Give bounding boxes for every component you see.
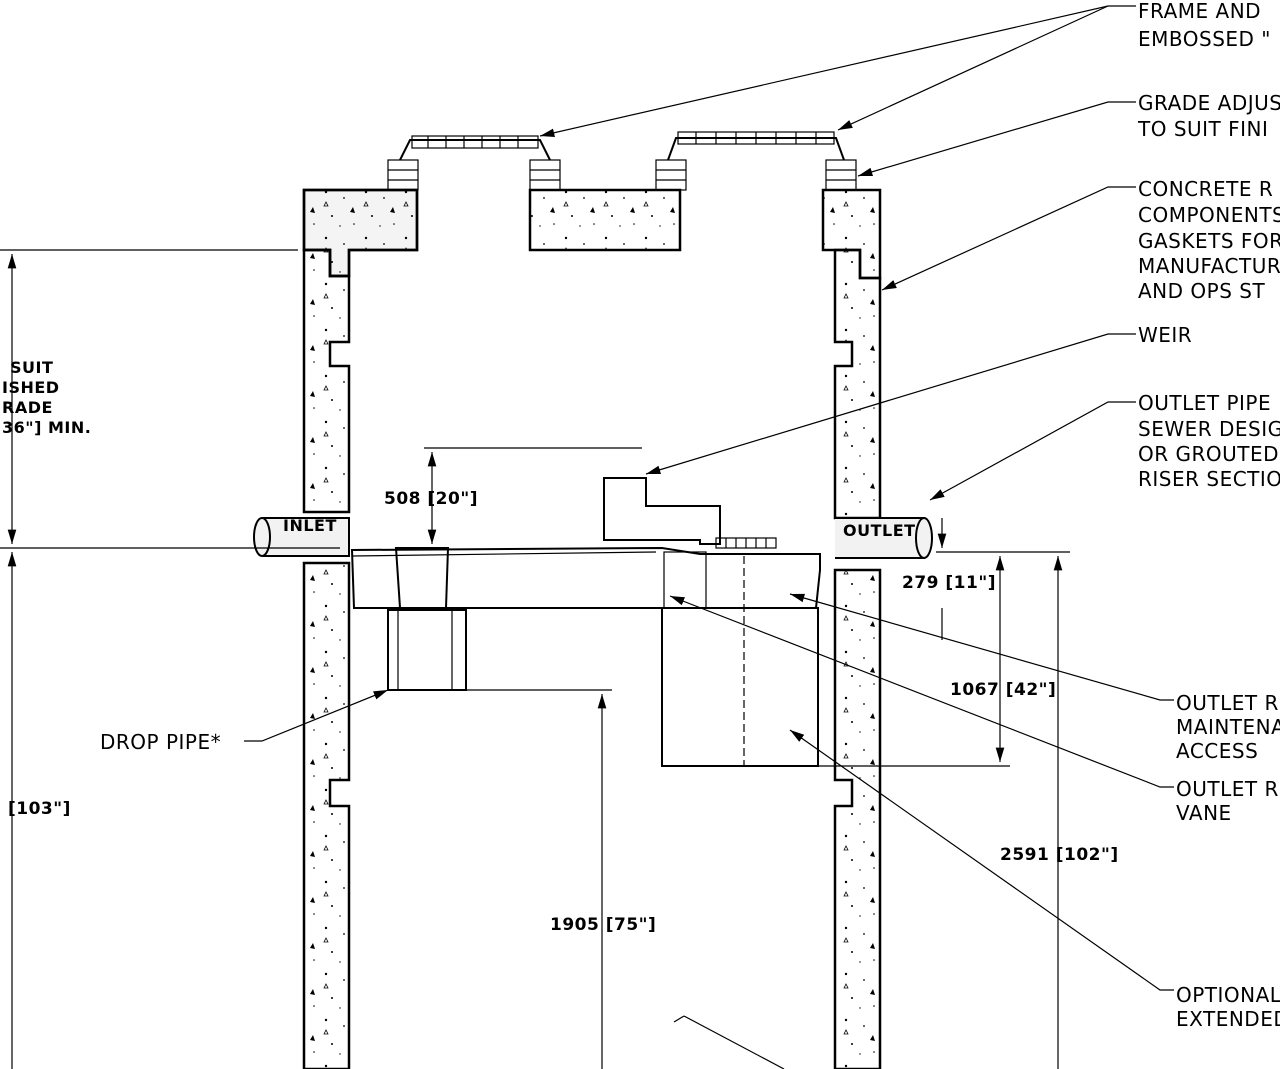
dim-508: 508 [20"]	[384, 489, 478, 509]
callout-frame: FRAME AND EMBOSSED "	[1138, 0, 1271, 51]
dim-1067: 1067 [42"]	[950, 680, 1056, 700]
outlet-label: OUTLET	[843, 521, 916, 540]
callout-outlet-maintenance: OUTLET R MAINTENA ACCESS	[1176, 691, 1280, 763]
callout-frame-line2: EMBOSSED "	[1138, 27, 1271, 51]
callout-concrete: CONCRETE R COMPONENTS GASKETS FOR MANUFA…	[1138, 177, 1280, 303]
callout-outlet-maint-line1: OUTLET R	[1176, 691, 1279, 715]
callout-optional-line2: EXTENDED	[1176, 1007, 1280, 1031]
callout-concrete-line3: GASKETS FOR	[1138, 229, 1280, 253]
inlet-pipe: INLET	[253, 516, 350, 557]
callout-outlet-pipe: OUTLET PIPE SEWER DESIG OR GROUTED RISER…	[1138, 391, 1280, 491]
callout-outlet-maint-line2: MAINTENA	[1176, 715, 1280, 739]
callout-grade-adjust: GRADE ADJUS TO SUIT FINI	[1137, 91, 1280, 141]
callout-outlet-maint-line3: ACCESS	[1176, 739, 1258, 763]
callout-outlet-pipe-line2: SEWER DESIG	[1138, 417, 1280, 441]
inlet-label: INLET	[283, 516, 337, 535]
callout-frame-line1: FRAME AND	[1138, 0, 1261, 23]
callout-outlet-pipe-line1: OUTLET PIPE	[1138, 391, 1271, 415]
callout-outlet-pipe-line4: RISER SECTIO	[1138, 467, 1280, 491]
frame-and-cover-left	[387, 135, 561, 191]
callout-concrete-line2: COMPONENTS	[1138, 203, 1280, 227]
callout-optional-line1: OPTIONAL	[1176, 983, 1280, 1007]
left-note-line3: RADE	[2, 398, 53, 417]
callout-outlet-vane-line2: VANE	[1176, 801, 1232, 825]
callout-concrete-line5: AND OPS ST	[1138, 279, 1265, 303]
concrete-structure	[302, 188, 882, 1069]
frame-and-cover-right	[655, 131, 857, 191]
left-note-line4: 36"] MIN.	[2, 418, 91, 437]
callout-outlet-vane: OUTLET R VANE	[1176, 777, 1279, 825]
outlet-pipe: OUTLET	[835, 517, 933, 559]
dim-2591: 2591 [102"]	[1000, 845, 1119, 865]
callout-concrete-line4: MANUFACTUR	[1138, 254, 1280, 278]
callout-outlet-pipe-line3: OR GROUTED	[1138, 442, 1279, 466]
callout-weir: WEIR	[1138, 323, 1192, 347]
left-note: SUIT ISHED RADE 36"] MIN.	[2, 358, 91, 437]
callout-drop-pipe: DROP PIPE*	[100, 730, 221, 754]
internal-insert	[350, 477, 821, 767]
callout-weir-line1: WEIR	[1138, 323, 1192, 347]
callout-outlet-vane-line1: OUTLET R	[1176, 777, 1279, 801]
leader-lines	[244, 5, 1174, 1069]
dimension-lines	[0, 249, 1070, 1069]
callout-optional: OPTIONAL EXTENDED	[1176, 983, 1280, 1031]
left-note-line1: SUIT	[10, 358, 53, 377]
callout-concrete-line1: CONCRETE R	[1138, 177, 1273, 201]
left-note-line2: ISHED	[2, 378, 60, 397]
dim-279: 279 [11"]	[902, 573, 996, 593]
dim-1905: 1905 [75"]	[550, 915, 656, 935]
dim-103: [103"]	[8, 799, 71, 819]
callout-grade-line1: GRADE ADJUS	[1138, 91, 1280, 115]
callout-grade-line2: TO SUIT FINI	[1137, 117, 1268, 141]
